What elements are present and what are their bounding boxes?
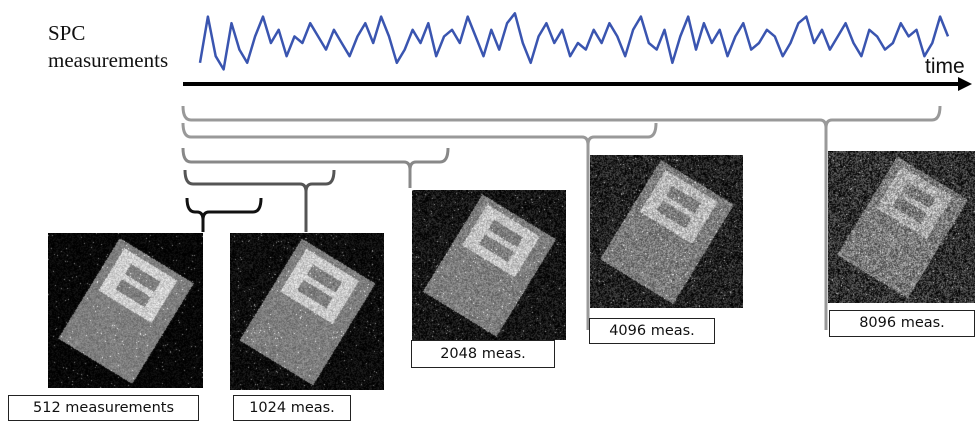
caption-1024: 1024 meas. (233, 395, 351, 421)
window-bracket-1 (181, 105, 942, 330)
caption-2048: 2048 meas. (411, 340, 555, 368)
image-4096 (590, 155, 743, 308)
signal-label-line-2: measurements (48, 48, 169, 72)
caption-4096: 4096 meas. (589, 318, 715, 344)
image-512 (48, 233, 203, 388)
spc-signal-line (198, 12, 950, 71)
time-axis-arrowhead (958, 77, 972, 91)
signal-label: SPC measurements (48, 20, 168, 74)
window-bracket-3 (181, 147, 450, 188)
image-8096 (828, 151, 975, 303)
signal-label-line-1: SPC (48, 21, 86, 45)
image-1024 (230, 233, 384, 390)
caption-512: 512 measurements (8, 395, 199, 421)
window-bracket-5 (185, 197, 263, 232)
caption-8096: 8096 meas. (829, 310, 975, 337)
time-label: time (925, 55, 965, 78)
window-bracket-4 (183, 169, 336, 232)
image-2048 (412, 190, 566, 340)
window-bracket-2 (181, 122, 658, 330)
window-brackets (181, 105, 942, 330)
